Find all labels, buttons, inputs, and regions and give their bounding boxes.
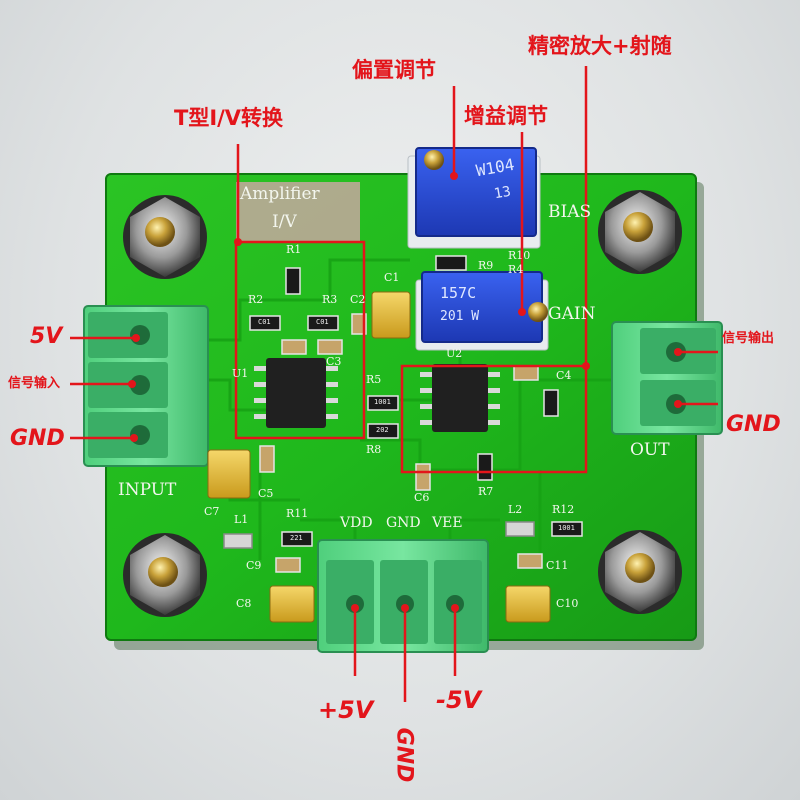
silk-title-2: I/V (272, 212, 297, 232)
cap-c8 (269, 585, 315, 623)
silk-c6: C6 (414, 491, 430, 504)
silk-r8: R8 (366, 443, 382, 456)
silk-c11: C11 (546, 559, 569, 572)
ic-u1 (254, 358, 338, 428)
silk-r3: R3 (322, 293, 338, 306)
silk-r5: R5 (366, 373, 382, 386)
silk-gnd: GND (386, 515, 421, 531)
pot-gain-mark-2: 201 W (440, 309, 480, 324)
output-terminal-block (611, 321, 723, 435)
res-mark-a: C01 (258, 318, 271, 326)
silk-r2: R2 (248, 293, 264, 306)
label-power-minus5v: -5V (436, 686, 482, 714)
label-bias-adjust: 偏置调节 (352, 58, 436, 82)
silk-c1: C1 (384, 271, 400, 284)
label-precision-amp: 精密放大+射随 (528, 34, 672, 58)
silk-c2: C2 (350, 293, 366, 306)
iv-section-box (234, 240, 366, 440)
ic-u2 (420, 364, 500, 432)
pot-gain-mark-1: 157C (440, 284, 477, 302)
label-output-gnd: GND (726, 412, 781, 437)
silk-r12: R12 (552, 503, 575, 516)
silk-c10: C10 (556, 597, 579, 610)
cap-c1 (371, 291, 411, 339)
power-terminal-block (317, 539, 489, 653)
gain-potentiometer (415, 271, 549, 351)
smd-resistors (249, 255, 583, 547)
silk-l1: L1 (234, 513, 249, 526)
cap-c7 (207, 449, 251, 499)
silk-out: OUT (630, 440, 670, 460)
silk-vee: VEE (432, 515, 463, 531)
amp-section-box (400, 364, 588, 474)
res-mark-c: 1001 (374, 398, 391, 406)
mount-screw-br (598, 530, 682, 614)
silk-u1: U1 (232, 367, 249, 380)
mount-screw-tl (123, 195, 207, 279)
silk-c7: C7 (204, 505, 220, 518)
silk-input: INPUT (118, 480, 177, 500)
smd-capacitors (259, 313, 543, 573)
label-power-gnd: GND (391, 727, 417, 783)
silk-c5: C5 (258, 487, 274, 500)
silk-r4: R4 (508, 263, 524, 276)
label-input-5v: 5V (30, 324, 63, 349)
title-silk-box (236, 182, 360, 242)
silk-gain: GAIN (548, 304, 596, 324)
silk-c9: C9 (246, 559, 262, 572)
mount-screw-bl (123, 533, 207, 617)
silk-r11: R11 (286, 507, 309, 520)
label-t-iv-convert: T型I/V转换 (174, 106, 284, 130)
label-gain-adjust: 增益调节 (464, 104, 548, 128)
silk-c8: C8 (236, 597, 252, 610)
label-input-gnd: GND (10, 426, 65, 451)
mount-screw-tr (598, 190, 682, 274)
silk-c3: C3 (326, 355, 342, 368)
pot-bias-mark-2: 13 (492, 183, 513, 203)
smd-inductors (223, 521, 535, 549)
label-output-signal: 信号输出 (722, 331, 775, 346)
input-terminal-block (83, 305, 209, 467)
label-input-signal: 信号输入 (8, 376, 61, 391)
silk-r10: R10 (508, 249, 531, 262)
silk-u2: U2 (446, 347, 463, 360)
silk-title-1: Amplifier (240, 184, 320, 204)
res-mark-b: C01 (316, 318, 329, 326)
res-mark-f: 221 (290, 534, 303, 542)
cap-c10 (505, 585, 551, 623)
res-mark-d: 202 (376, 426, 389, 434)
silk-r9: R9 (478, 259, 494, 272)
label-power-plus5v: +5V (318, 696, 374, 724)
silk-r7: R7 (478, 485, 494, 498)
bias-potentiometer (407, 147, 541, 249)
res-mark-e: 1001 (558, 524, 575, 532)
silk-r1: R1 (286, 243, 302, 256)
silk-bias: BIAS (548, 202, 592, 222)
silk-vdd: VDD (340, 515, 373, 531)
silk-l2: L2 (508, 503, 523, 516)
silk-c4: C4 (556, 369, 572, 382)
